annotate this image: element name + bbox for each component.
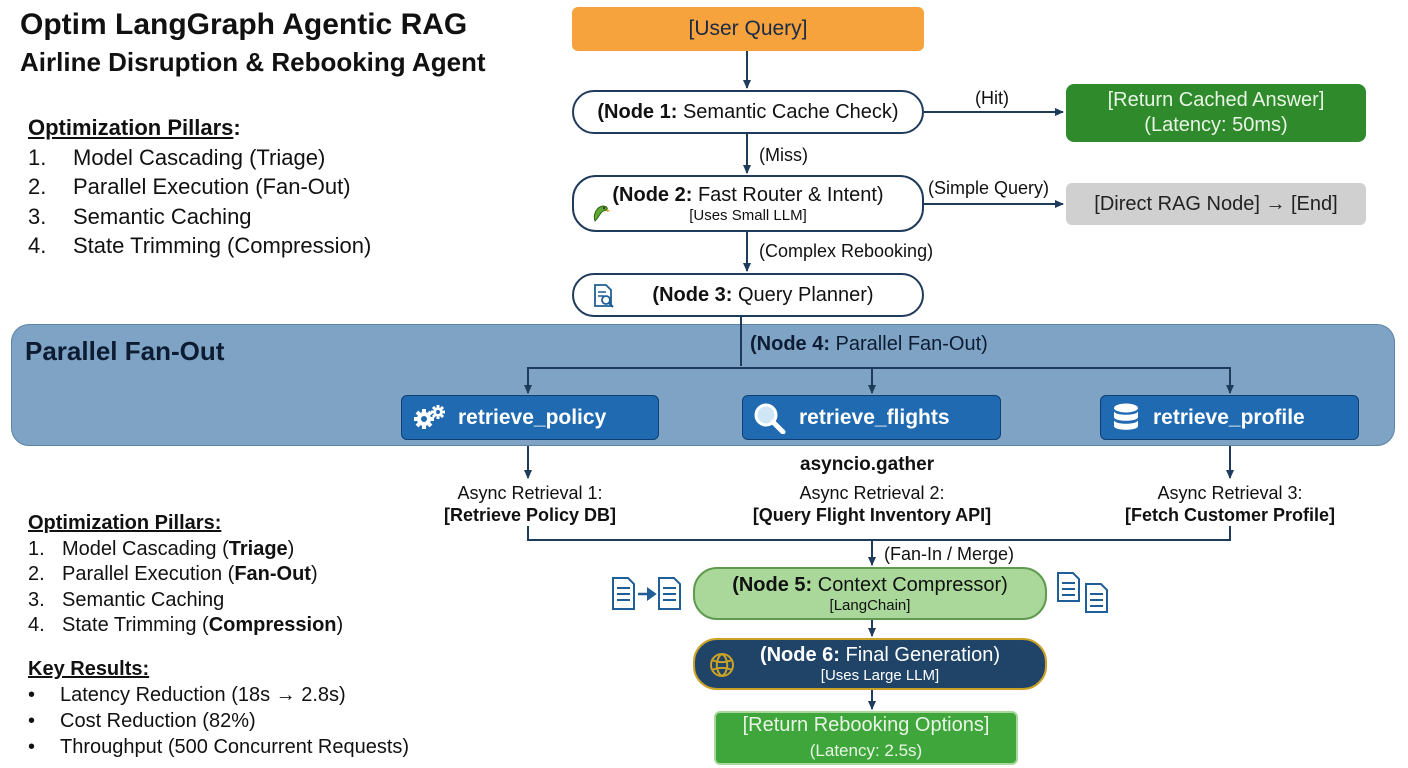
pillars-heading-colon: : [233,115,241,140]
pillar-item: 3.Semantic Caching [28,588,225,611]
pillar-item: 2.Parallel Execution (Fan-Out) [28,563,318,585]
node-2-fast-router: (Node 2: Fast Router & Intent) [Uses Sma… [572,175,924,232]
result-item: •Throughput (500 Concurrent Requests) [28,736,410,758]
edge-label-simple: (Simple Query) [928,178,1050,198]
gears-icon [414,404,445,429]
pillar-item: 1.Model Cascading (Triage) [28,537,295,560]
retrieve-flights-node: retrieve_flights [742,395,1001,440]
pillar-item: 4.State Trimming (Compression) [28,614,344,636]
llm-logo-icon [707,650,737,686]
pillar-item: 3.Semantic Caching [28,203,252,229]
documents-stack-icon [1057,572,1108,613]
optimization-pillars-top: Optimization Pillars: 1.Model Cascading … [28,113,371,261]
node-5-context-compressor: (Node 5: Context Compressor) [LangChain] [693,567,1047,620]
key-results-heading: Key Results: [28,658,150,680]
user-query-node: [User Query] [572,7,924,51]
parrot-icon [588,201,612,229]
async-retrieval-2: Async Retrieval 2:[Query Flight Inventor… [752,483,992,525]
pillar-item: 2.Parallel Execution (Fan-Out) [28,174,351,199]
async-retrieval-1: Async Retrieval 1:[Retrieve Policy DB] [443,483,617,525]
document-search-icon [592,283,616,315]
node-1-semantic-cache: (Node 1: Semantic Cache Check) [572,90,924,134]
retrieve-policy-node: retrieve_policy [401,395,659,440]
magnifier-icon [754,403,786,434]
pillars-heading: Optimization Pillars [28,115,234,140]
document-compress-icon [612,577,681,610]
optimization-pillars-bottom: Optimization Pillars: 1.Model Cascading … [28,511,343,639]
return-rebooking-options: [Return Rebooking Options] (Latency: 2.5… [714,711,1018,765]
node-3-query-planner: (Node 3: Query Planner) [572,273,924,317]
edge-label-miss: (Miss) [759,145,808,165]
node-6-final-generation: (Node 6: Final Generation) [Uses Large L… [693,638,1047,690]
diagram-title: Optim LangGraph Agentic RAG [20,8,468,41]
key-results: Key Results: •Latency Reduction (18s → 2… [28,656,409,760]
pillar-item: 1.Model Cascading (Triage) [28,144,326,170]
database-icon [1114,403,1138,430]
direct-rag-node: [Direct RAG Node] → [End] [1066,183,1366,225]
pillar-item: 4.State Trimming (Compression) [28,233,372,258]
node-2-sub: [Uses Small LLM] [689,206,807,224]
node-4-parallel-fanout: (Node 4: Parallel Fan-Out) [750,333,988,355]
retrieve-profile-node: retrieve_profile [1100,395,1359,440]
edge-label-fan-in: (Fan-In / Merge) [884,544,1015,564]
parallel-fanout-title: Parallel Fan-Out [25,336,225,366]
return-cached-answer: [Return Cached Answer] (Latency: 50ms) [1066,84,1366,142]
result-item: •Latency Reduction (18s → 2.8s) [28,684,346,706]
asyncio-gather-label: asyncio.gather [800,454,935,475]
edge-label-complex: (Complex Rebooking) [759,241,934,261]
result-item: •Cost Reduction (82%) [28,710,256,732]
edge-label-hit: (Hit) [975,88,1009,108]
diagram-subtitle: Airline Disruption & Rebooking Agent [20,47,486,77]
edge-fan-in [527,526,1231,541]
async-retrieval-3: Async Retrieval 3:[Fetch Customer Profil… [1124,483,1336,525]
pillars-heading: Optimization Pillars: [28,512,222,534]
